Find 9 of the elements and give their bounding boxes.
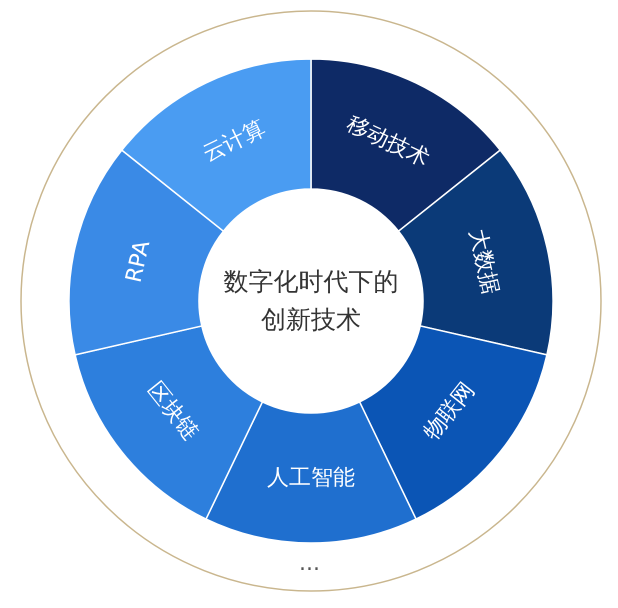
center-title: 数字化时代下的创新技术 <box>222 266 400 336</box>
segment-label: 区块链 <box>142 378 203 445</box>
ellipsis-text: ... <box>299 551 320 576</box>
segment-label: 移动技术 <box>342 111 433 172</box>
segment-label: 物联网 <box>419 378 480 445</box>
segment-label: 人工智能 <box>267 466 355 490</box>
segment-label: RPA <box>122 238 156 285</box>
segment-label: 云计算 <box>199 116 270 168</box>
segment-label: 大数据 <box>464 226 504 297</box>
